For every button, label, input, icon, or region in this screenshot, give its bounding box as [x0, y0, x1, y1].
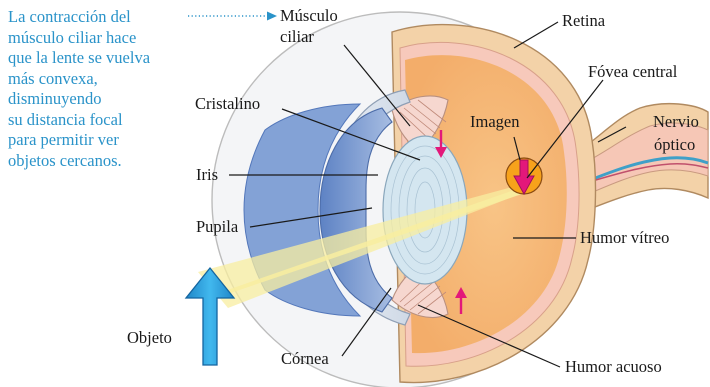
label-nervio-1: Nervio [653, 112, 699, 131]
label-musculo-ciliar-2: ciliar [280, 27, 314, 46]
caption-line: para permitir ver [8, 130, 208, 151]
label-retina: Retina [562, 11, 605, 30]
caption-line: músculo ciliar hace [8, 28, 208, 49]
caption-line: que la lente se vuelva [8, 48, 208, 69]
label-humor-acuoso: Humor acuoso [565, 357, 662, 376]
label-cristalino: Cristalino [195, 94, 260, 113]
label-iris: Iris [196, 165, 218, 184]
label-fovea-central: Fóvea central [588, 62, 677, 81]
label-objeto: Objeto [127, 328, 172, 347]
caption-line: objetos cercanos. [8, 151, 208, 172]
caption-line: su distancia focal [8, 110, 208, 131]
caption-text: La contracción del músculo ciliar hace q… [8, 7, 208, 171]
label-nervio-2: óptico [654, 135, 695, 154]
label-musculo-ciliar-1: Músculo [280, 6, 338, 25]
label-humor-vitreo: Humor vítreo [580, 228, 669, 247]
caption-line: disminuyendo [8, 89, 208, 110]
retinal-image [506, 158, 542, 194]
label-imagen: Imagen [470, 112, 519, 131]
caption-line: más convexa, [8, 69, 208, 90]
caption-line: La contracción del [8, 7, 208, 28]
label-pupila: Pupila [196, 217, 238, 236]
label-cornea: Córnea [281, 349, 329, 368]
